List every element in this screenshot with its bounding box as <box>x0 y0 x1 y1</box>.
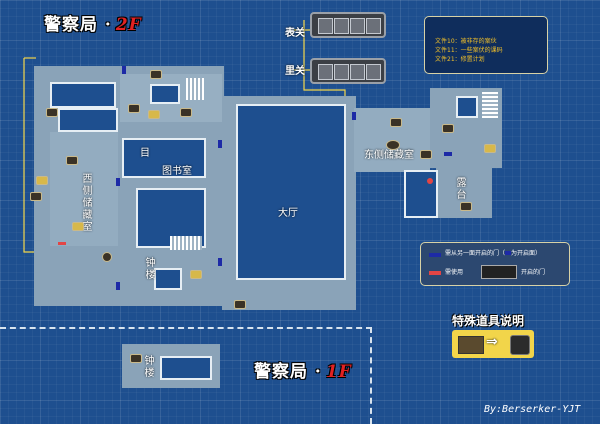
item-marker <box>66 156 78 165</box>
west-storage-room <box>50 132 118 246</box>
special-item-box-icon <box>458 336 484 354</box>
stairs-clock <box>170 236 202 250</box>
file-entry: 文件11：一些案伏的课码 <box>435 47 503 54</box>
front-key-icon <box>310 12 386 38</box>
item-marker <box>180 108 192 117</box>
item-marker <box>102 252 112 262</box>
legend-blue-label-end: 为开启面） <box>511 250 542 257</box>
item-marker <box>128 104 140 113</box>
floor2-floor-label: 2F <box>115 15 142 35</box>
clock-tower-1f-gap <box>160 356 212 380</box>
legend-red-door <box>429 271 441 275</box>
legend-red-label: 需使用 <box>445 269 464 276</box>
clock-tower-gap <box>154 268 182 290</box>
special-items-title: 特殊道具说明 <box>452 314 525 328</box>
door-blue <box>218 140 222 148</box>
east-storage-label: 东侧储藏室 <box>364 150 414 161</box>
item-marker <box>460 202 472 211</box>
door-red <box>427 178 433 184</box>
legend-card-icon <box>481 265 517 279</box>
west-inner-courtyard <box>58 108 118 132</box>
item-marker <box>148 110 160 119</box>
item-marker <box>484 144 496 153</box>
special-item-result-icon <box>510 335 530 355</box>
door-blue <box>116 282 120 290</box>
east-wing-gap <box>456 96 478 118</box>
floor2-title: 警察局 ·2F <box>44 10 142 35</box>
item-marker <box>30 192 42 201</box>
special-items-box: ⇒ <box>452 330 534 358</box>
clock-tower-1f-label: 钟楼 <box>144 356 155 379</box>
legend-red-text: 需使用 <box>445 268 463 277</box>
stairs-east <box>482 92 498 118</box>
floor-divider <box>0 327 372 329</box>
item-marker <box>36 176 48 185</box>
front-key-label: 表关 <box>285 28 305 39</box>
arrow-icon: ⇒ <box>486 334 498 350</box>
balcony-label: 露台 <box>456 178 467 201</box>
door-blue <box>444 152 452 156</box>
legend-panel: 需从另一面开启的门（ 为开启面） 需使用 开启的门 <box>420 242 570 286</box>
west-courtyard-top <box>50 82 116 108</box>
floor1-title-text: 警察局 · <box>254 362 322 382</box>
back-key-label: 里关 <box>285 66 305 77</box>
item-marker <box>234 300 246 309</box>
file-entry: 文件10：被非存的案伙 <box>435 38 497 45</box>
lobby <box>236 104 346 280</box>
door-blue <box>122 66 126 74</box>
door-red <box>58 242 66 245</box>
item-marker <box>190 270 202 279</box>
floor1-title: 警察局 ·1F <box>254 357 352 382</box>
item-marker <box>420 150 432 159</box>
item-marker <box>390 118 402 127</box>
stairs-north <box>186 78 204 100</box>
library-label: 图书室 <box>162 166 192 177</box>
door-blue <box>116 178 120 186</box>
item-marker <box>442 124 454 133</box>
item-marker <box>386 140 400 150</box>
floor2-title-text: 警察局 · <box>44 15 112 35</box>
library-mark: 目 <box>140 148 150 159</box>
door-blue <box>352 112 356 120</box>
legend-red-text-end: 开启的门 <box>521 269 546 276</box>
legend-blue-door <box>429 253 441 257</box>
item-marker <box>130 354 142 363</box>
legend-blue-label: 需从另一面开启的门（ <box>445 250 506 257</box>
credit: By:Berserker-YJT <box>484 404 581 415</box>
library-courtyard <box>122 138 206 178</box>
item-marker <box>72 222 84 231</box>
floor-divider-vertical <box>370 327 372 424</box>
legend-blue-text: 需从另一面开启的门（ 为开启面） <box>445 249 541 258</box>
lobby-label: 大厅 <box>278 208 298 219</box>
clock-tower-label: 钟楼 <box>145 258 156 281</box>
west-storage-label: 西侧储藏室 <box>82 174 93 233</box>
item-marker <box>46 108 58 117</box>
floor1-floor-label: 1F <box>325 362 352 382</box>
north-room-gap <box>150 84 180 104</box>
door-blue <box>218 258 222 266</box>
back-key-icon <box>310 58 386 84</box>
east-passage <box>404 170 438 218</box>
item-marker <box>150 70 162 79</box>
file-entry: 文件21：修置计划 <box>435 56 485 63</box>
files-panel: 文件10：被非存的案伙 文件11：一些案伏的课码 文件21：修置计划 <box>424 16 548 74</box>
